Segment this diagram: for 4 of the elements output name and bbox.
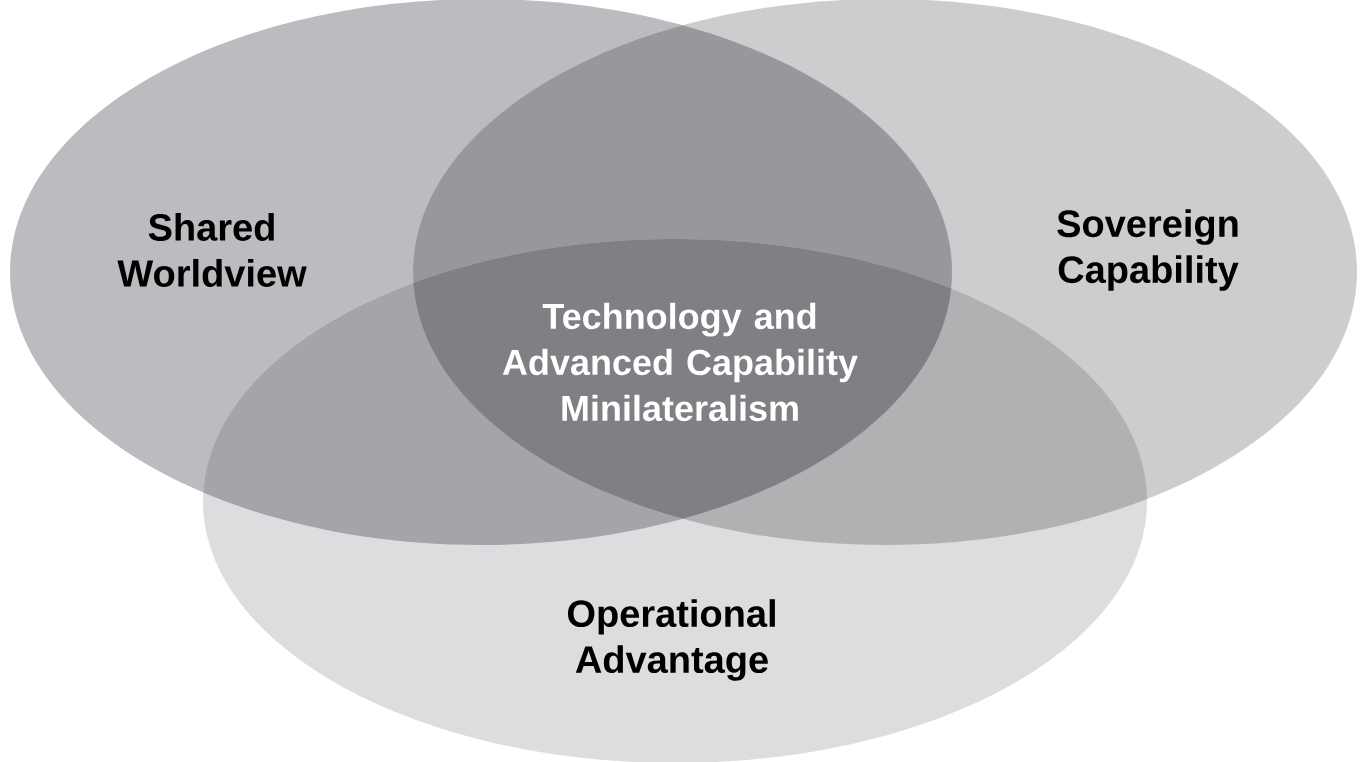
center-label: Technology and Advanced Capability Minilateralism — [502, 302, 858, 422]
set-label: Shared Worldview — [117, 213, 307, 287]
set-label: Operational Advantage — [568, 599, 775, 681]
set-label: Sovereign Capability — [1057, 209, 1239, 291]
